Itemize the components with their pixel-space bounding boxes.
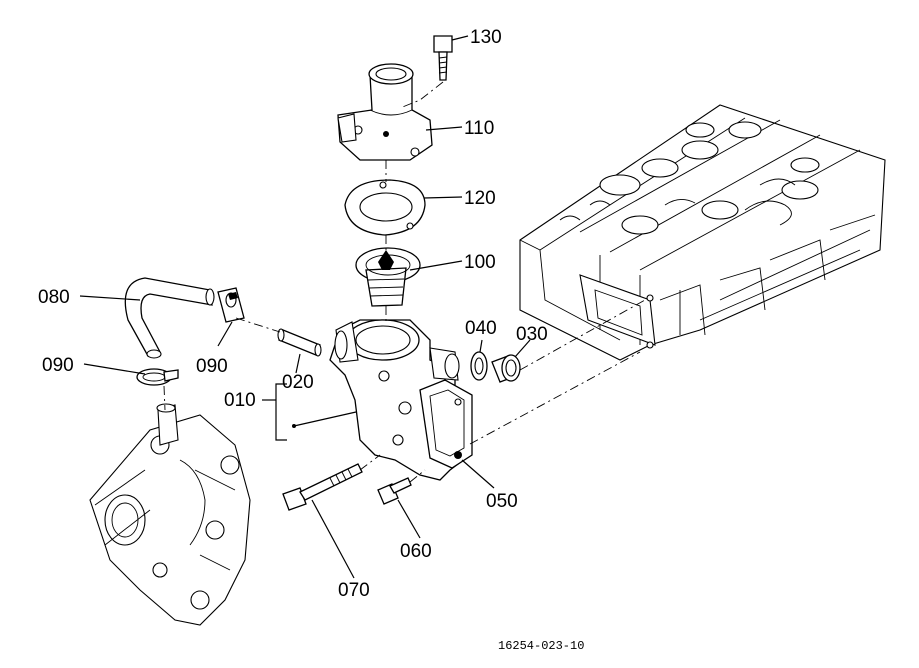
bypass-hose	[124, 277, 215, 359]
callout-040: 040	[465, 318, 497, 339]
callout-070: 070	[338, 580, 370, 601]
callout-010: 010	[224, 390, 256, 411]
callout-020: 020	[282, 372, 314, 393]
callout-labels: 130 110 120 100 080 090 090 020 010 040 …	[38, 27, 584, 653]
joint-pipe	[277, 328, 322, 357]
callout-050: 050	[486, 491, 518, 512]
callout-100: 100	[464, 252, 496, 273]
water-pump	[89, 403, 251, 626]
thermostat-housing	[329, 319, 473, 481]
drawing-code: 16254-023-10	[498, 639, 584, 653]
gasket	[344, 179, 426, 236]
cylinder-head	[519, 104, 886, 361]
callout-080: 080	[38, 287, 70, 308]
leader-lines	[79, 35, 646, 579]
thermostat	[355, 247, 421, 307]
long-bolt	[282, 463, 363, 511]
callout-110: 110	[464, 118, 494, 139]
drain-bolt	[377, 477, 412, 505]
callout-060: 060	[400, 541, 432, 562]
hose-clamp-lower	[136, 368, 179, 386]
callout-090-upper: 090	[196, 356, 228, 377]
callout-130: 130	[470, 27, 502, 48]
water-outlet-flange	[337, 63, 433, 161]
bolt-upper	[433, 35, 453, 81]
hose-clamp-upper	[217, 287, 245, 323]
union-fitting	[491, 354, 521, 383]
callout-120: 120	[464, 188, 496, 209]
callout-030: 030	[516, 324, 548, 345]
washer	[470, 351, 488, 381]
callout-090-lower: 090	[42, 355, 74, 376]
